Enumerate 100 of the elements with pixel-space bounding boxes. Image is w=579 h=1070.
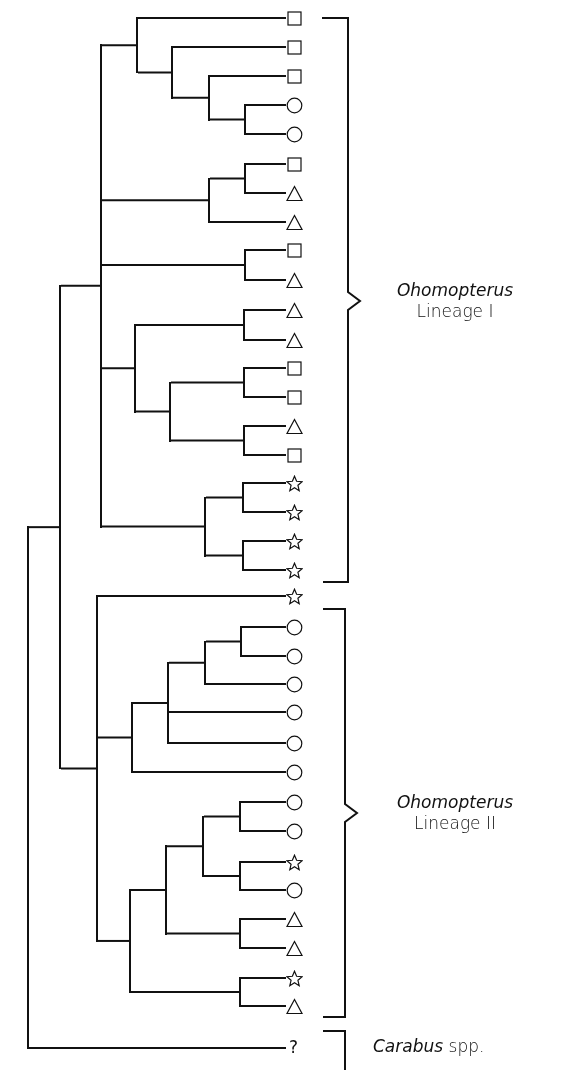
- square-symbol: [286, 155, 303, 173]
- circle-symbol: [286, 703, 303, 721]
- vertical-branch-line: [239, 861, 241, 891]
- vertical-branch-line: [136, 17, 138, 74]
- vertical-branch-line: [131, 701, 133, 773]
- horizontal-branch-line: [135, 410, 170, 413]
- vertical-branch-line: [239, 918, 241, 949]
- horizontal-branch-line: [243, 511, 287, 513]
- square-symbol: [286, 241, 303, 259]
- horizontal-branch-line: [101, 44, 137, 47]
- horizontal-branch-line: [172, 46, 287, 48]
- vertical-branch-line: [244, 163, 246, 194]
- horizontal-branch-line: [97, 736, 132, 739]
- vertical-branch-line: [167, 661, 169, 744]
- horizontal-branch-line: [130, 888, 166, 891]
- triangle-symbol: [286, 939, 303, 957]
- clade-label: Carabus spp.: [373, 1036, 485, 1057]
- horizontal-branch-line: [205, 683, 287, 685]
- vertical-branch-line: [59, 284, 61, 770]
- horizontal-branch-line: [241, 655, 287, 657]
- horizontal-branch-line: [60, 767, 97, 770]
- triangle-symbol: [286, 213, 303, 231]
- vertical-branch-line: [96, 595, 98, 942]
- horizontal-branch-line: [137, 71, 172, 74]
- circle-symbol: [286, 734, 303, 752]
- square-symbol: [286, 9, 303, 27]
- vertical-branch-line: [208, 177, 210, 223]
- vertical-branch-line: [240, 626, 242, 657]
- horizontal-branch-line: [28, 1047, 287, 1049]
- horizontal-branch-line: [240, 918, 287, 920]
- circle-symbol: [286, 763, 303, 781]
- horizontal-branch-line: [244, 367, 287, 369]
- horizontal-branch-line: [97, 595, 287, 597]
- vertical-branch-line: [239, 801, 241, 832]
- vertical-branch-line: [244, 249, 246, 281]
- horizontal-branch-line: [205, 496, 243, 499]
- horizontal-branch-line: [101, 264, 245, 266]
- star-symbol: [286, 561, 303, 579]
- horizontal-branch-line: [209, 177, 245, 180]
- horizontal-branch-line: [244, 309, 287, 311]
- vertical-branch-line: [243, 309, 245, 341]
- horizontal-branch-line: [209, 75, 287, 77]
- horizontal-branch-line: [205, 640, 241, 643]
- horizontal-branch-line: [245, 249, 287, 251]
- horizontal-branch-line: [241, 626, 287, 628]
- horizontal-branch-line: [240, 1005, 287, 1007]
- horizontal-branch-line: [245, 133, 287, 135]
- horizontal-branch-line: [244, 339, 287, 341]
- vertical-branch-line: [134, 324, 136, 413]
- circle-symbol: [286, 647, 303, 665]
- triangle-symbol: [286, 331, 303, 349]
- horizontal-branch-line: [243, 482, 287, 484]
- star-symbol: [286, 969, 303, 987]
- horizontal-branch-line: [97, 939, 130, 942]
- horizontal-branch-line: [203, 815, 240, 818]
- triangle-symbol: [286, 271, 303, 289]
- horizontal-branch-line: [60, 284, 101, 287]
- square-symbol: [286, 446, 303, 464]
- horizontal-branch-line: [240, 889, 287, 891]
- vertical-branch-line: [169, 381, 171, 442]
- horizontal-branch-line: [245, 163, 287, 165]
- vertical-branch-line: [204, 640, 206, 685]
- triangle-symbol: [286, 184, 303, 202]
- horizontal-branch-line: [243, 540, 287, 542]
- horizontal-branch-line: [170, 381, 244, 384]
- star-symbol: [286, 587, 303, 605]
- circle-symbol: [286, 96, 303, 114]
- horizontal-branch-line: [135, 324, 244, 326]
- horizontal-branch-line: [245, 104, 287, 106]
- vertical-branch-line: [244, 104, 246, 135]
- vertical-branch-line: [243, 425, 245, 456]
- star-symbol: [286, 853, 303, 871]
- vertical-branch-line: [100, 44, 102, 528]
- horizontal-branch-line: [240, 977, 287, 979]
- horizontal-branch-line: [244, 396, 287, 398]
- vertical-branch-line: [242, 482, 244, 513]
- star-symbol: [286, 503, 303, 521]
- vertical-branch-line: [202, 815, 204, 877]
- horizontal-branch-line: [168, 711, 287, 713]
- vertical-branch-line: [27, 526, 29, 1049]
- horizontal-branch-line: [240, 861, 287, 863]
- horizontal-branch-line: [137, 17, 287, 19]
- circle-symbol: [286, 675, 303, 693]
- horizontal-branch-line: [205, 554, 243, 557]
- clade-label: Ohomopterus Lineage I: [395, 280, 515, 322]
- star-symbol: [286, 474, 303, 492]
- star-symbol: [286, 532, 303, 550]
- horizontal-branch-line: [245, 279, 287, 281]
- square-symbol: [286, 359, 303, 377]
- horizontal-branch-line: [245, 192, 287, 194]
- horizontal-branch-line: [209, 118, 245, 121]
- horizontal-branch-line: [166, 932, 240, 935]
- horizontal-branch-line: [132, 701, 168, 704]
- horizontal-branch-line: [209, 221, 287, 223]
- unknown-taxon-mark: ?: [286, 1037, 299, 1057]
- vertical-branch-line: [208, 75, 210, 121]
- horizontal-branch-line: [240, 830, 287, 832]
- horizontal-branch-line: [243, 569, 287, 571]
- vertical-branch-line: [243, 367, 245, 398]
- horizontal-branch-line: [244, 425, 287, 427]
